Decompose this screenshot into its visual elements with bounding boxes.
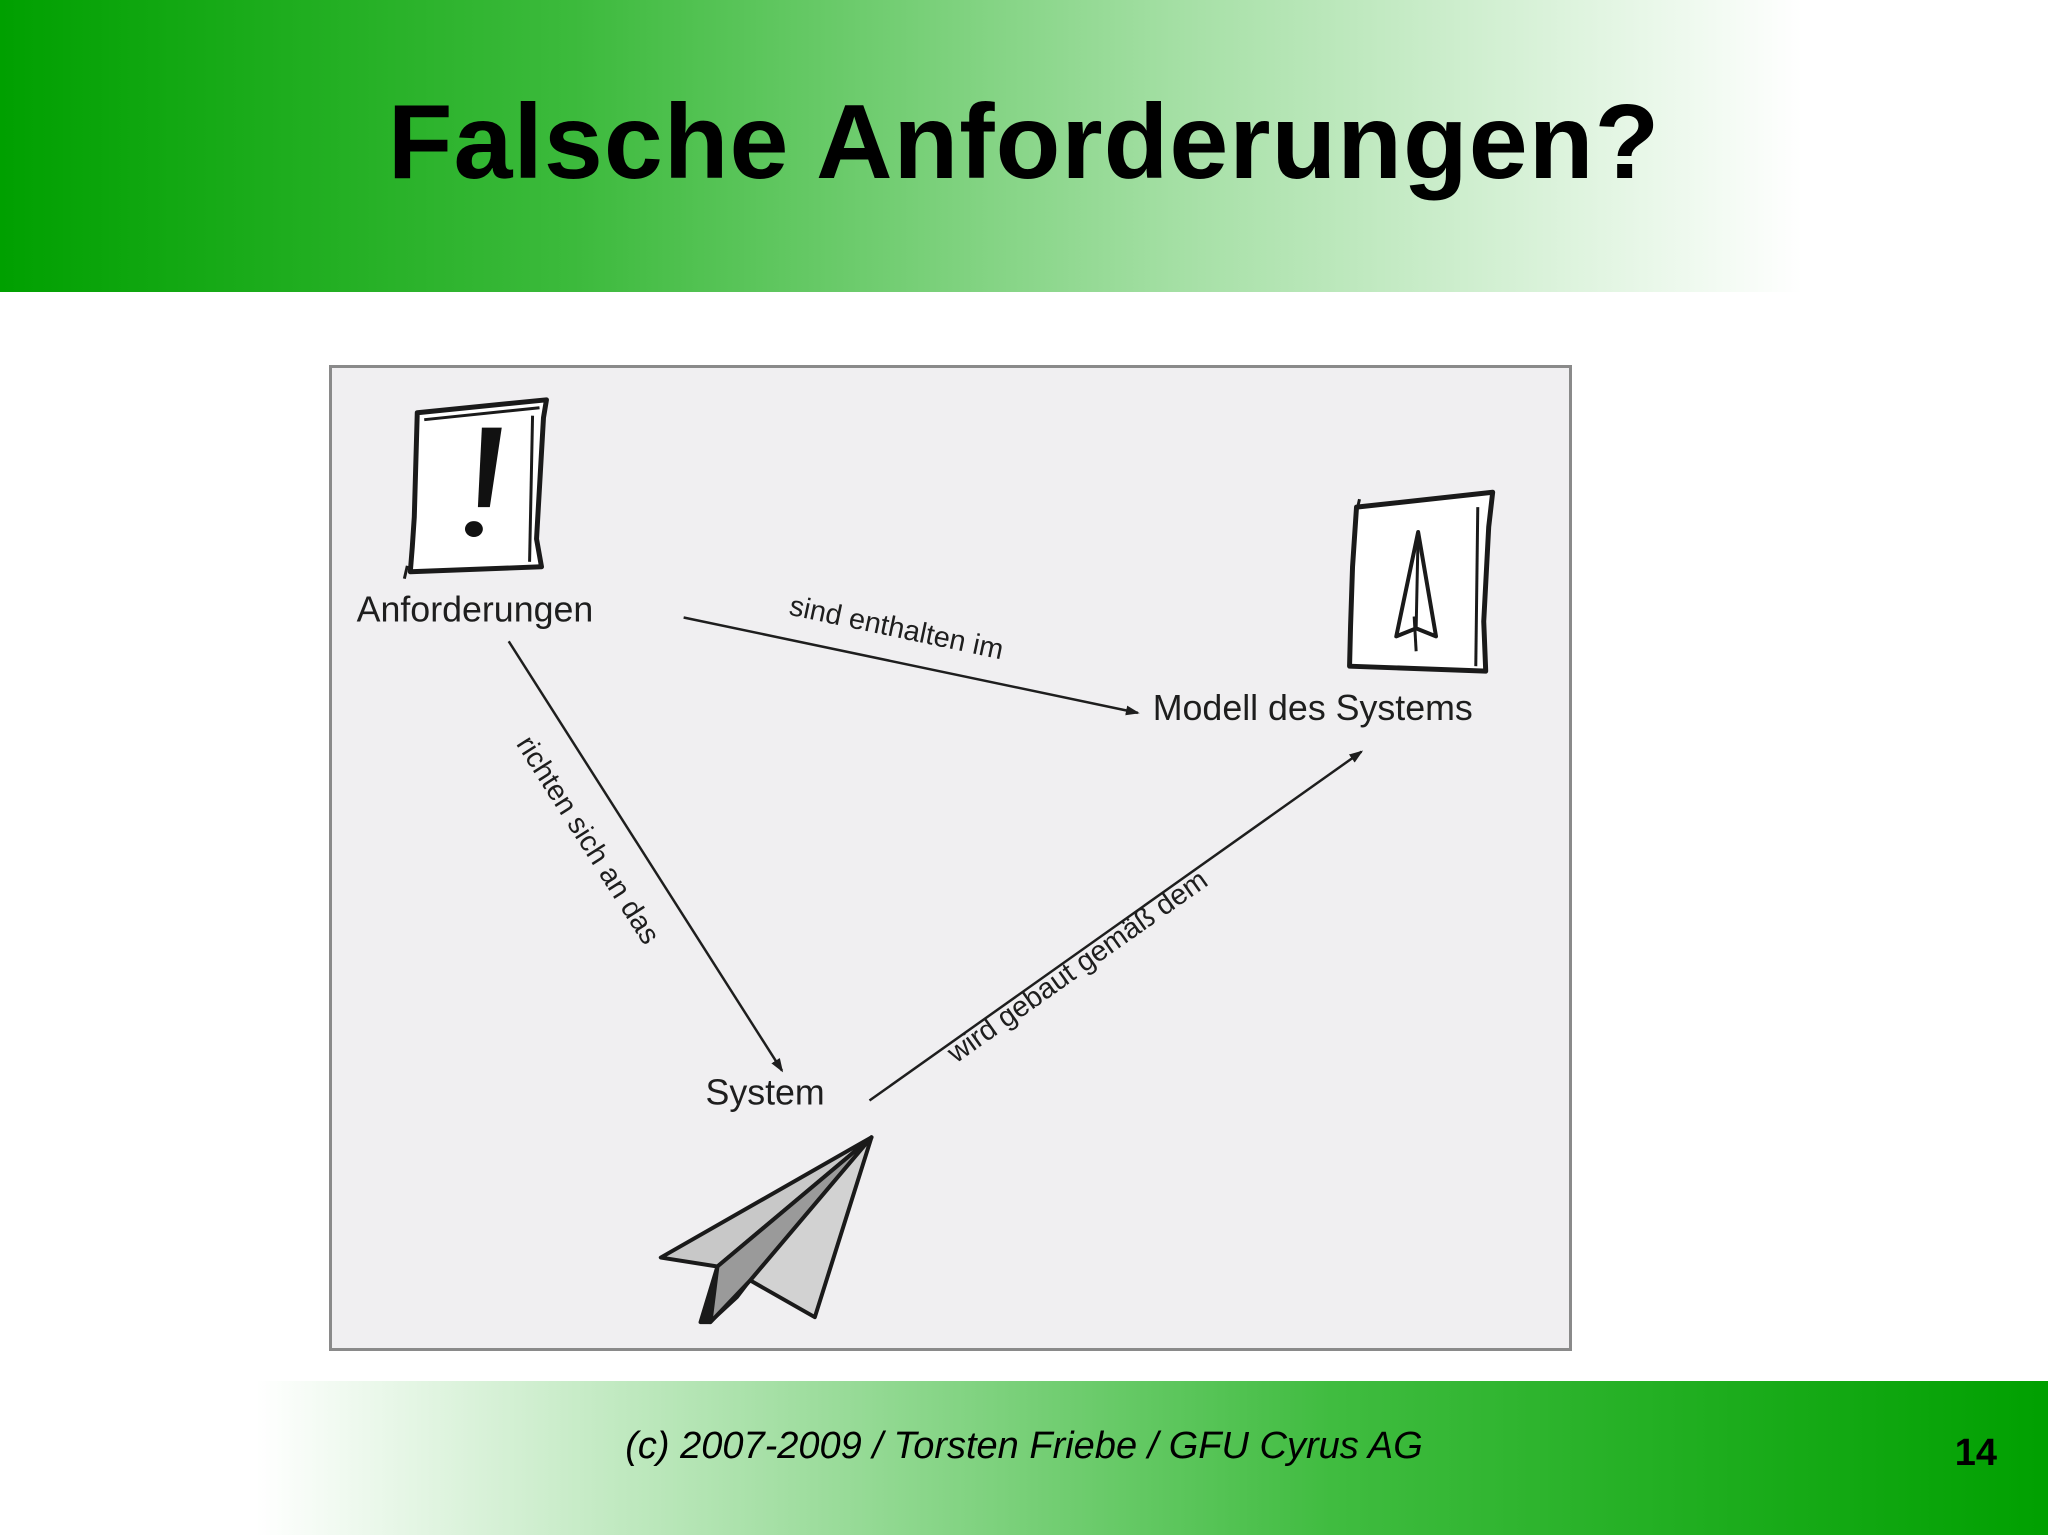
footer-copyright: (c) 2007-2009 / Torsten Friebe / GFU Cyr… — [625, 1425, 1423, 1467]
edge-requirements-to-model — [683, 616, 1140, 716]
edge-label-system-to-model: wird gebaut gemäß dem — [941, 864, 1214, 1070]
paper-plane-icon — [658, 1135, 874, 1325]
node-label-requirements: Anforderungen — [357, 589, 594, 629]
diagram-figure: sind enthalten im richten sich an das wi… — [329, 365, 1572, 1351]
paper-plane-blueprint-icon — [1347, 489, 1496, 674]
footer-band — [256, 1381, 2048, 1535]
node-label-model: Modell des Systems — [1153, 688, 1473, 728]
edge-requirements-to-system — [507, 640, 784, 1073]
edge-label-requirements-to-model: sind enthalten im — [787, 590, 1007, 666]
diagram-edges — [507, 616, 1364, 1102]
node-label-system: System — [706, 1072, 825, 1112]
page-number: 14 — [1954, 1432, 1997, 1474]
header-band — [0, 0, 2048, 292]
edge-system-to-model — [868, 750, 1364, 1102]
exclamation-sketch-icon — [402, 397, 549, 580]
slide-title: Falsche Anforderungen? — [387, 83, 1661, 201]
diagram-canvas: sind enthalten im richten sich an das wi… — [357, 397, 1496, 1325]
edge-label-requirements-to-system: richten sich an das — [510, 730, 666, 950]
